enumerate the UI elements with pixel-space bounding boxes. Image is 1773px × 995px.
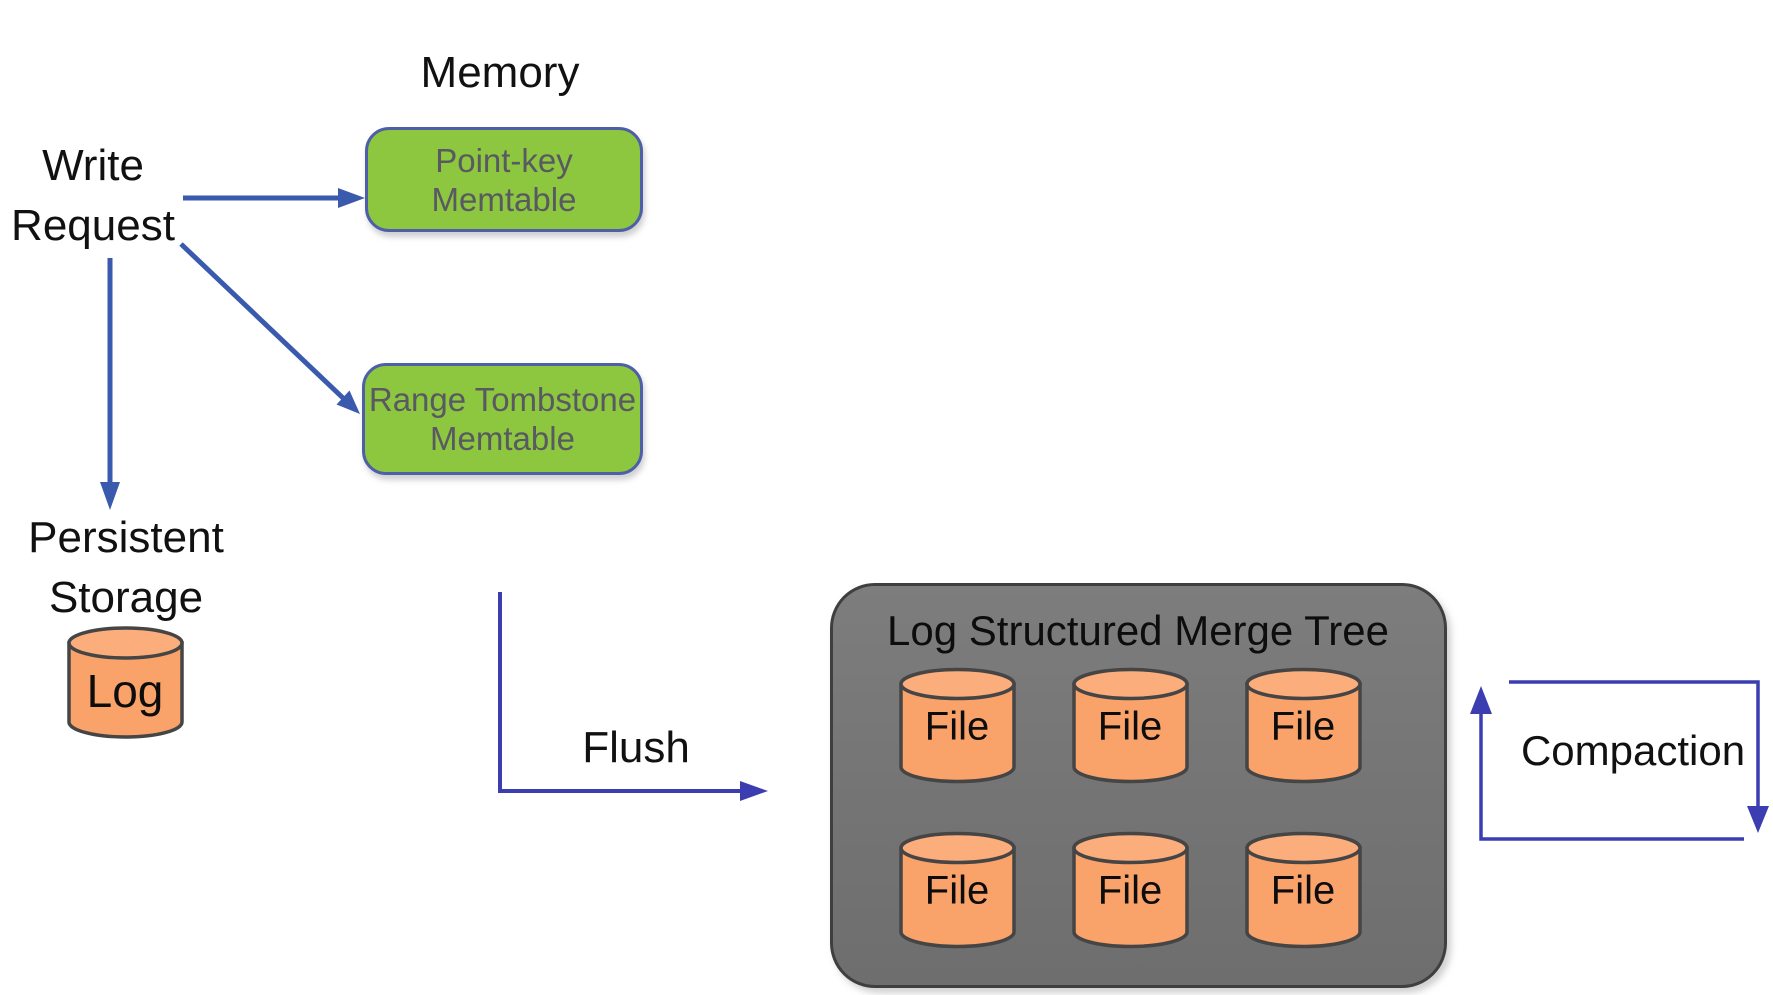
point-key-memtable-line2: Memtable: [431, 180, 577, 218]
file-label-6: File: [1270, 868, 1336, 913]
file-cylinder-5: [1072, 831, 1189, 949]
file-cylinder-6: [1245, 831, 1362, 949]
file-label-4: File: [924, 868, 990, 913]
log-label: Log: [86, 665, 164, 717]
compaction-label: Compaction: [1520, 727, 1746, 774]
arrow-compaction-down: [1509, 680, 1769, 833]
write-request-label: Write Request: [11, 136, 175, 256]
file-cylinder-3: [1245, 667, 1362, 784]
arrow-write-to-range-memtable: [179, 242, 360, 414]
range-tombstone-memtable-line1: Range Tombstone: [368, 381, 637, 418]
log-cylinder: [67, 626, 184, 739]
arrow-flush: [498, 592, 768, 801]
range-tombstone-memtable-line2: Memtable: [430, 420, 575, 457]
file-label-5: File: [1097, 868, 1163, 913]
file-label-1: File: [924, 704, 990, 749]
persistent-storage-line1: Persistent: [28, 513, 224, 562]
persistent-storage-label: Persistent Storage: [28, 508, 224, 628]
write-request-line1: Write: [42, 141, 144, 190]
arrow-write-to-persistent-storage: [100, 258, 120, 510]
file-label-2: File: [1097, 704, 1163, 749]
point-key-memtable-line1: Point-key: [435, 141, 573, 179]
range-tombstone-memtable-node: Range Tombstone Memtable: [362, 363, 643, 475]
file-cylinder-4: [899, 831, 1016, 949]
point-key-memtable-node: Point-key Memtable: [365, 127, 643, 232]
persistent-storage-line2: Storage: [48, 573, 204, 622]
write-request-line2: Request: [11, 201, 175, 250]
memory-section-label: Memory: [420, 48, 580, 97]
arrow-write-to-pointkey-memtable: [183, 188, 365, 208]
file-cylinder-1: [899, 667, 1016, 784]
lsm-tree-title: Log Structured Merge Tree: [887, 607, 1389, 654]
file-cylinder-2: [1072, 667, 1189, 784]
flush-label: Flush: [582, 723, 690, 772]
arrow-compaction-up: [1470, 686, 1744, 841]
file-label-3: File: [1270, 704, 1336, 749]
